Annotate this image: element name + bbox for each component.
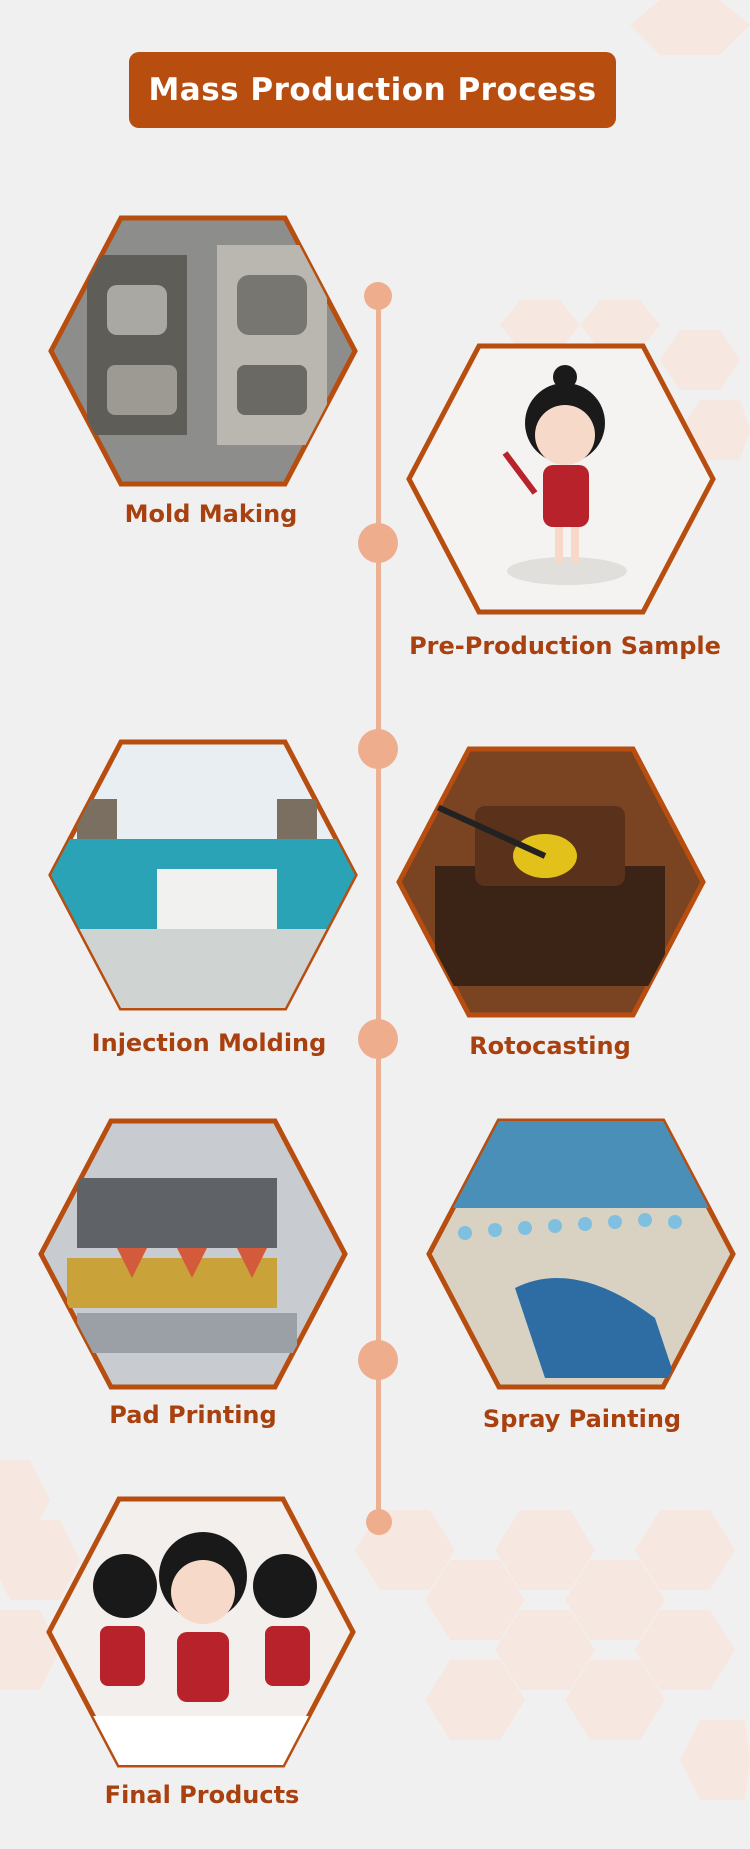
- factory-machines-photo: [48, 739, 358, 1011]
- step-label-pre-production-sample: Pre-Production Sample: [409, 632, 721, 660]
- step-spray-painting-image: [425, 1118, 737, 1390]
- step-label-rotocasting: Rotocasting: [469, 1032, 631, 1060]
- pad-printer-photo: [38, 1118, 348, 1390]
- final-figures-photo: [46, 1496, 356, 1768]
- step-final-products-image: [45, 1496, 357, 1768]
- step-rotocasting-image: [395, 746, 707, 1018]
- timeline-dot: [358, 1340, 398, 1380]
- timeline-dot: [358, 523, 398, 563]
- timeline-line: [376, 296, 381, 1521]
- step-pre-production-sample-image: [405, 343, 717, 615]
- step-label-injection-molding: Injection Molding: [91, 1029, 327, 1057]
- step-label-mold-making: Mold Making: [124, 500, 298, 528]
- spray-painting-photo: [426, 1118, 736, 1390]
- step-label-final-products: Final Products: [104, 1781, 300, 1809]
- page-title-banner: Mass Production Process: [129, 52, 616, 128]
- step-label-spray-painting: Spray Painting: [482, 1405, 682, 1433]
- step-label-pad-printing: Pad Printing: [109, 1401, 277, 1429]
- timeline-dot: [358, 1019, 398, 1059]
- figure-sample-photo: [406, 343, 716, 615]
- timeline-dot: [366, 1509, 392, 1535]
- page-title: Mass Production Process: [148, 72, 597, 108]
- step-mold-making-image: [47, 215, 359, 487]
- timeline-dot: [358, 729, 398, 769]
- rotocast-mold-photo: [396, 746, 706, 1018]
- step-injection-molding-image: [47, 739, 359, 1011]
- steel-mold-photo: [48, 215, 358, 487]
- timeline-dot: [364, 282, 392, 310]
- step-pad-printing-image: [37, 1118, 349, 1390]
